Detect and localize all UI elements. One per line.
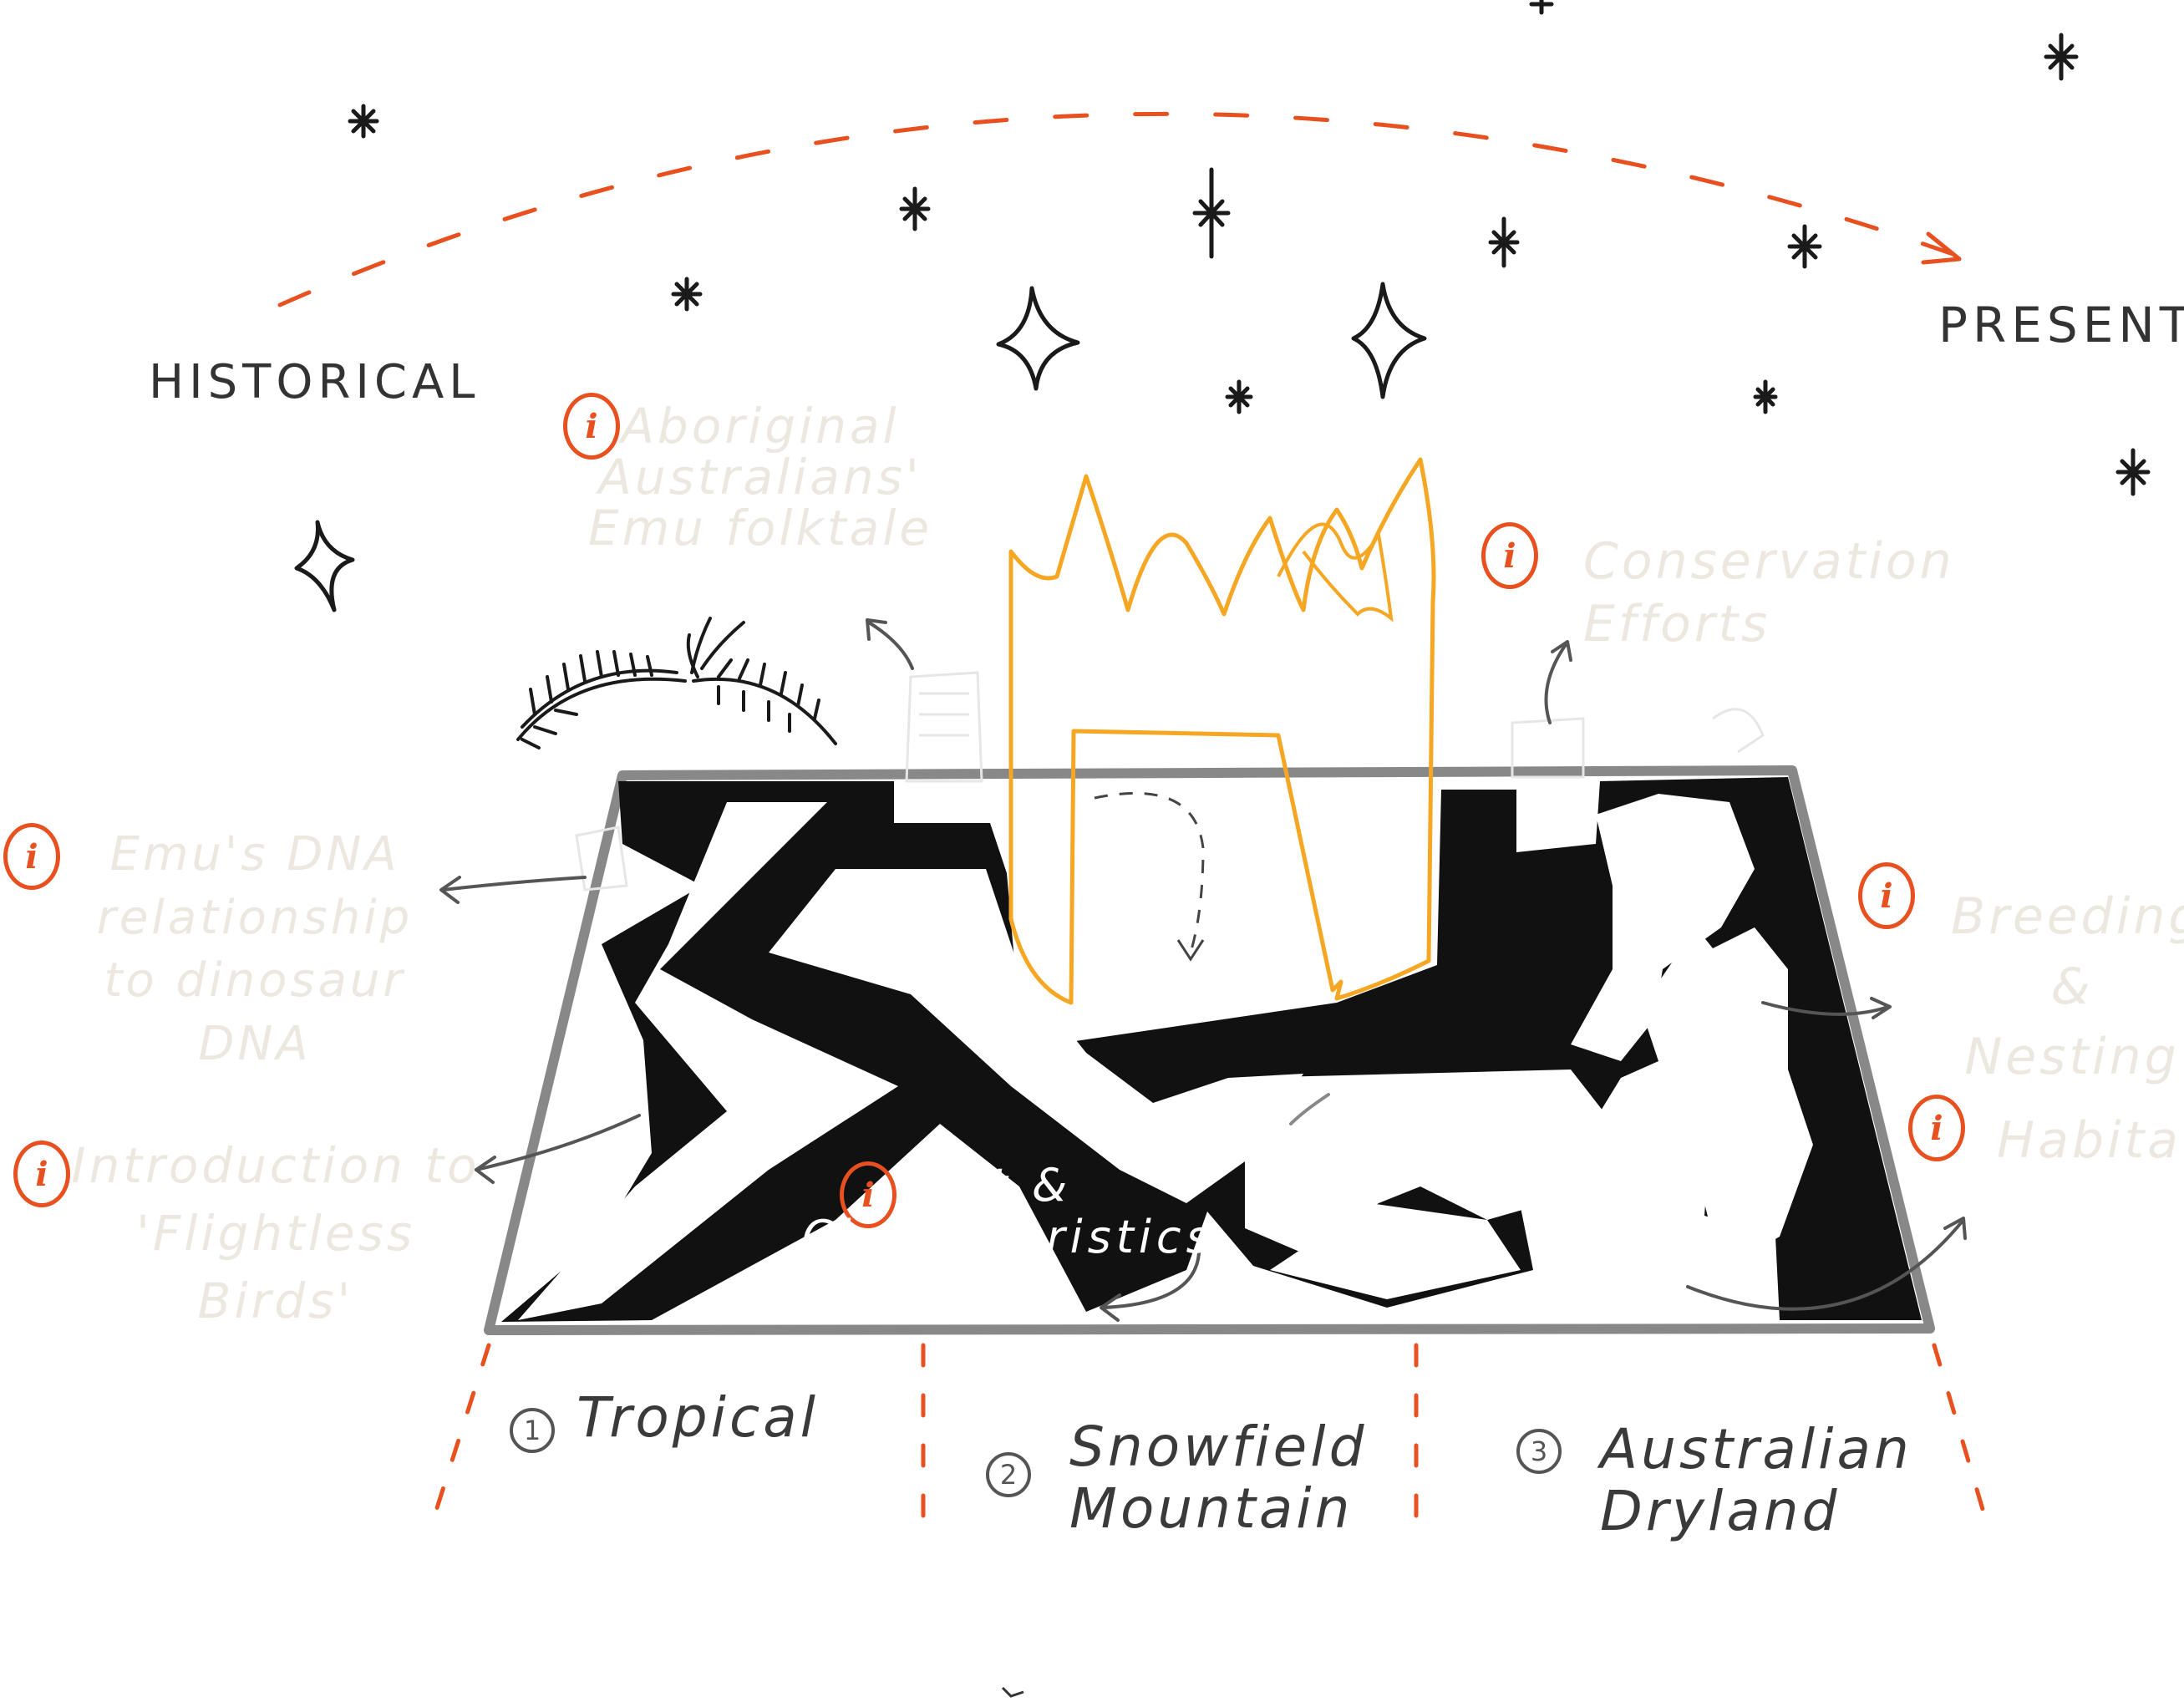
timeline-arc	[277, 111, 1958, 307]
info-label-breeding: Breeding & Nesting	[1951, 887, 2184, 1086]
info-icon[interactable]: i	[3, 823, 60, 890]
corridor	[1270, 1203, 1521, 1299]
sparkle-icon	[294, 520, 355, 612]
palm-tree	[516, 617, 837, 749]
corridor	[1704, 927, 1813, 1270]
bottom-mark	[1001, 1686, 1024, 1698]
floor-edge	[484, 765, 1935, 1335]
star-icon	[1529, 0, 1554, 15]
highlight-room-back	[1008, 457, 1436, 1005]
arrow-folktale	[867, 621, 914, 670]
star-icons	[348, 0, 2151, 496]
sparkle-icon	[1351, 282, 1427, 399]
star-icon	[899, 186, 931, 231]
sparkle-icon	[996, 286, 1080, 391]
star-icon	[2044, 33, 2079, 81]
star-icon	[1488, 216, 1520, 268]
star-icon	[348, 104, 379, 139]
info-icon[interactable]: i	[563, 393, 620, 460]
arrow-habitat	[1686, 1218, 1965, 1311]
info-label-conservation: Conservation Efforts	[1583, 532, 1955, 653]
info-label-habitat: Habitat	[1997, 1111, 2184, 1170]
info-icon[interactable]: i	[840, 1161, 896, 1228]
info-label-folktale: Aboriginal Australians' Emu folktale	[587, 398, 933, 556]
zone-number: 2	[986, 1452, 1031, 1497]
room-path-arrowhead	[1176, 939, 1205, 962]
star-icon	[2115, 448, 2151, 496]
star-icon	[1787, 224, 1822, 269]
zone-divider	[1932, 1343, 1991, 1532]
corridor	[1245, 1069, 1629, 1253]
corridor	[769, 869, 1303, 1203]
arrow-conservation	[1544, 642, 1568, 724]
timeline-start-label: HISTORICAL	[149, 355, 480, 409]
zone-divider	[428, 1343, 491, 1532]
timeline-arrowhead	[1921, 231, 1962, 265]
zone-label-snowfield: Snowfield Mountain	[1069, 1415, 1368, 1541]
sparkle-icons	[294, 282, 1427, 612]
info-label-dna: Emu's DNA relationship to dinosaur DNA	[96, 827, 414, 1071]
connector-arrows	[439, 618, 1967, 1322]
zone-label-dryland: Australian Dryland	[1600, 1417, 1912, 1543]
zone-label-tropical: Tropical	[576, 1385, 820, 1450]
zone-number: 1	[510, 1408, 555, 1453]
arrow-dna	[441, 876, 587, 892]
info-icon[interactable]: i	[1908, 1095, 1965, 1161]
info-icon[interactable]: i	[13, 1141, 70, 1207]
corridor	[1571, 794, 1755, 1061]
zone-dividers	[428, 1343, 1991, 1548]
arrow-breeding	[1761, 1001, 1890, 1016]
corridor	[518, 802, 898, 1320]
highlight-room-inner-peaks	[1277, 522, 1394, 622]
room-path	[1094, 791, 1205, 953]
info-icon[interactable]: i	[1858, 862, 1915, 929]
zone-number: 3	[1516, 1429, 1562, 1474]
info-label-intro: Introduction to 'Flightless Birds'	[71, 1137, 480, 1330]
star-icon	[671, 277, 703, 312]
arrow-intro	[475, 1114, 641, 1171]
timeline-end-label: PRESENT	[1938, 297, 2184, 353]
star-icon	[1192, 167, 1231, 259]
info-icon[interactable]: i	[1481, 522, 1538, 589]
info-label-diet: Diet & Characteristics	[802, 1159, 1215, 1264]
faint-exhibits	[575, 671, 1765, 892]
star-icon	[1753, 379, 1778, 414]
arrow-diet	[1101, 1252, 1201, 1309]
star-icon	[1225, 379, 1253, 414]
